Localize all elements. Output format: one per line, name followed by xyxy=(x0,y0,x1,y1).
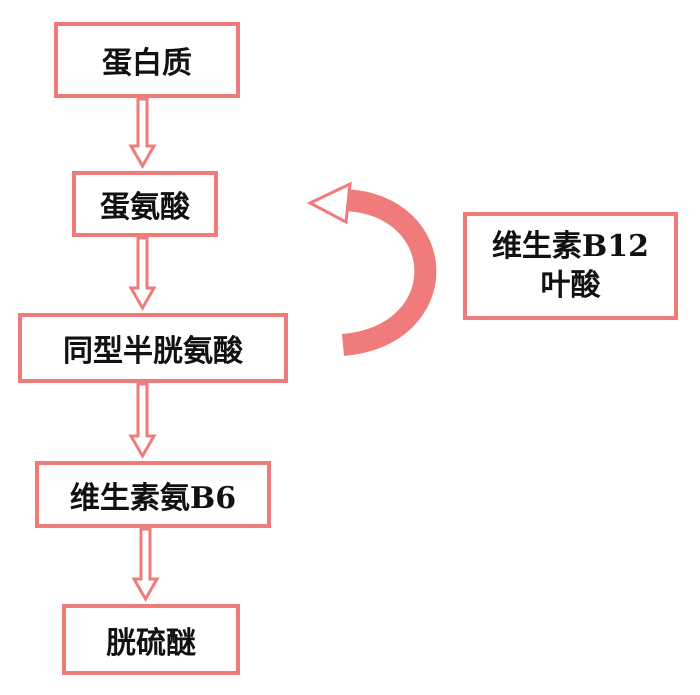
node-homocysteine: 同型半胱氨酸 xyxy=(18,313,288,383)
node-cofactors-line2: 叶酸 xyxy=(540,268,601,303)
node-cystathionine: 胱硫醚 xyxy=(62,604,240,675)
arrow-down-methionine-to-homocysteine xyxy=(128,236,157,312)
arrow-curved-remethylation-head xyxy=(306,181,352,225)
arrow-down-homocysteine-to-b6 xyxy=(128,382,157,460)
arrow-down-protein-to-methionine xyxy=(128,97,157,170)
node-protein: 蛋白质 xyxy=(54,22,240,98)
arrow-curved-remethylation-band xyxy=(341,189,437,356)
node-methionine-label: 蛋氨酸 xyxy=(100,190,190,225)
node-cofactors: 维生素B12 叶酸 xyxy=(463,212,678,320)
node-cystathionine-label: 胱硫醚 xyxy=(106,625,196,661)
node-cofactors-line1: 维生素B12 xyxy=(491,229,650,264)
node-protein-label: 蛋白质 xyxy=(102,46,192,81)
node-vitamin-b6-label: 维生素氨B6 xyxy=(69,480,237,516)
node-homocysteine-label: 同型半胱氨酸 xyxy=(63,334,243,369)
arrow-down-b6-to-cystathionine xyxy=(131,527,160,603)
node-vitamin-b6: 维生素氨B6 xyxy=(35,461,271,528)
node-methionine: 蛋氨酸 xyxy=(72,171,218,237)
